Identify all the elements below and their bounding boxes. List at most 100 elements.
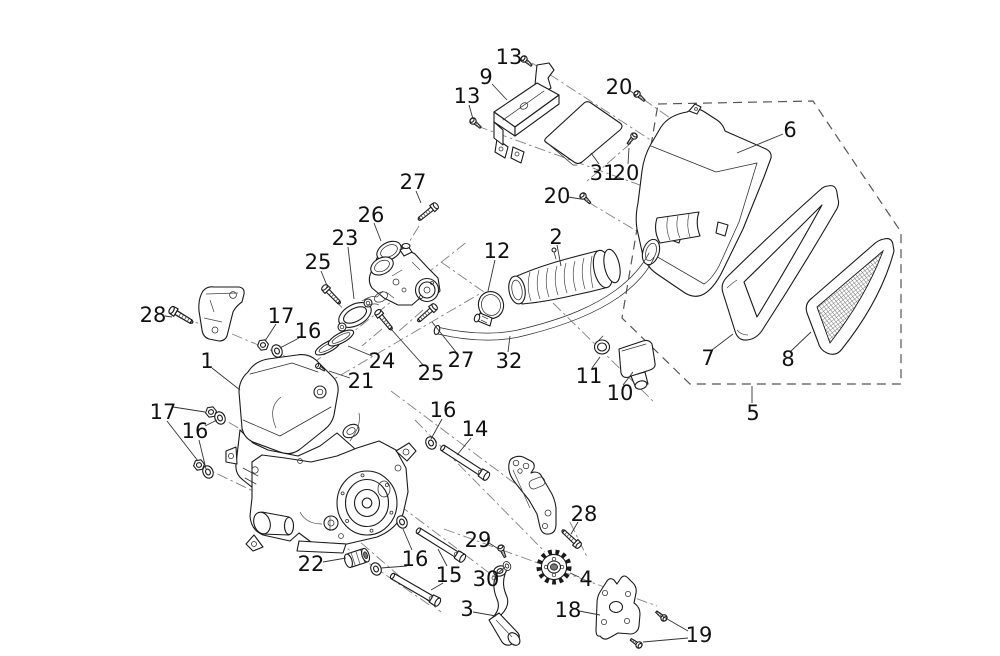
part-label-25-top: 25 <box>305 250 332 274</box>
screw-19b <box>628 636 644 650</box>
part-label-16-left: 16 <box>182 419 209 443</box>
engine-hanger-bracket-right <box>508 455 557 535</box>
screw-20b <box>624 131 639 147</box>
phantom-axis-line <box>585 142 632 183</box>
leader-line-16-left <box>198 439 207 470</box>
leader-line-29 <box>488 542 498 549</box>
intake-hose-part-2 <box>508 247 621 305</box>
grommet-part-11 <box>593 335 611 355</box>
leader-line-15 <box>437 548 448 567</box>
part-label-28-right: 28 <box>571 502 598 526</box>
part-label-10: 10 <box>607 381 634 405</box>
leader-line-10 <box>622 371 634 386</box>
heat-pad-part-31 <box>544 101 623 166</box>
phantom-axis-line <box>476 125 649 189</box>
sprocket-part-4 <box>536 549 572 585</box>
leader-line-19 <box>642 637 689 643</box>
leader-line-32 <box>507 335 511 353</box>
leader-line-20-left <box>567 196 582 200</box>
airbox-part-6 <box>635 103 772 297</box>
leader-line-16-lower <box>380 565 408 569</box>
part-label-17-mid: 17 <box>268 304 295 328</box>
part-label-13-left: 13 <box>454 84 481 108</box>
bolt-28b <box>559 526 584 551</box>
part-label-27-bot: 27 <box>448 348 475 372</box>
mesh-filter-part-8 <box>805 238 895 355</box>
bolt-25a <box>319 282 344 307</box>
leader-line-17-mid <box>264 323 277 342</box>
leader-line-8 <box>790 331 812 352</box>
leader-line-27-top <box>415 190 422 204</box>
part-label-1: 1 <box>200 349 213 373</box>
leader-line-15 <box>430 582 444 591</box>
nut-17a <box>256 338 270 352</box>
leader-line-2 <box>556 244 562 267</box>
leader-line-6 <box>736 133 784 154</box>
guard-plate-part-18 <box>595 575 641 640</box>
part-label-2: 2 <box>549 225 562 249</box>
intake-manifold-part-23 <box>337 290 384 332</box>
part-label-19: 19 <box>686 623 713 647</box>
phantom-axis-line <box>531 62 667 151</box>
washer-16d <box>423 434 439 452</box>
phantom-axis-line <box>587 201 641 234</box>
part-label-20-top: 20 <box>606 75 633 99</box>
phantom-axis-line <box>414 419 546 553</box>
leader-line-14 <box>456 437 472 456</box>
bolt-14 <box>438 442 492 482</box>
screw-20c <box>577 190 593 206</box>
phantom-axis-line <box>267 493 432 607</box>
leader-line-13-left <box>468 104 474 120</box>
seal-frame-part-7 <box>721 185 840 341</box>
screw-19a <box>653 608 669 624</box>
phantom-axis-line <box>569 521 588 558</box>
part-label-26: 26 <box>358 203 385 227</box>
screw-13b <box>468 115 484 131</box>
part-label-14: 14 <box>462 417 489 441</box>
leader-line-18 <box>578 610 601 616</box>
gear-lever-part-3 <box>488 565 521 646</box>
gasket-rings-part-24 <box>314 329 355 356</box>
leader-line-16-left <box>204 419 218 427</box>
part-label-9: 9 <box>479 65 492 89</box>
leader-line-20-top <box>628 89 637 96</box>
part-label-29: 29 <box>465 528 492 552</box>
leader-line-4 <box>569 572 580 578</box>
leader-line-22 <box>322 557 347 563</box>
leader-line-30 <box>496 566 506 575</box>
part-label-15: 15 <box>436 563 463 587</box>
part-label-4: 4 <box>579 567 592 591</box>
leader-line-17-left <box>172 406 206 413</box>
leader-line-27-bot <box>431 321 457 353</box>
hose-clamp-part-12 <box>473 291 505 327</box>
part-label-31: 31 <box>590 161 617 185</box>
part-label-11: 11 <box>576 364 603 388</box>
part-label-20-mid: 20 <box>613 161 640 185</box>
leader-line-28-left <box>164 315 173 318</box>
leader-line-21 <box>328 370 351 379</box>
part-label-24: 24 <box>369 349 396 373</box>
part-label-6: 6 <box>783 118 796 142</box>
leader-line-9 <box>491 83 508 101</box>
part-label-25-bot: 25 <box>418 361 445 385</box>
leader-line-3 <box>472 611 497 617</box>
leader-line-7 <box>711 333 734 351</box>
leader-line-11 <box>591 356 601 369</box>
part-label-21: 21 <box>348 369 375 393</box>
phantom-axis-line <box>390 390 538 501</box>
bracket-part-9 <box>493 62 560 164</box>
leader-line-12 <box>487 259 496 292</box>
part-label-32: 32 <box>496 349 523 373</box>
part-label-13-top: 13 <box>496 45 523 69</box>
leader-line-13-top <box>518 58 525 62</box>
leader-line-25-top <box>320 270 329 289</box>
assembly-group-boundary <box>621 100 902 385</box>
part-label-17-left: 17 <box>150 400 177 424</box>
bolt-25b <box>372 307 396 333</box>
engine-mount-bracket-left <box>198 286 245 342</box>
part-label-30: 30 <box>473 567 500 591</box>
bolt-15b <box>388 570 443 608</box>
throttle-body-part-26 <box>368 240 441 306</box>
